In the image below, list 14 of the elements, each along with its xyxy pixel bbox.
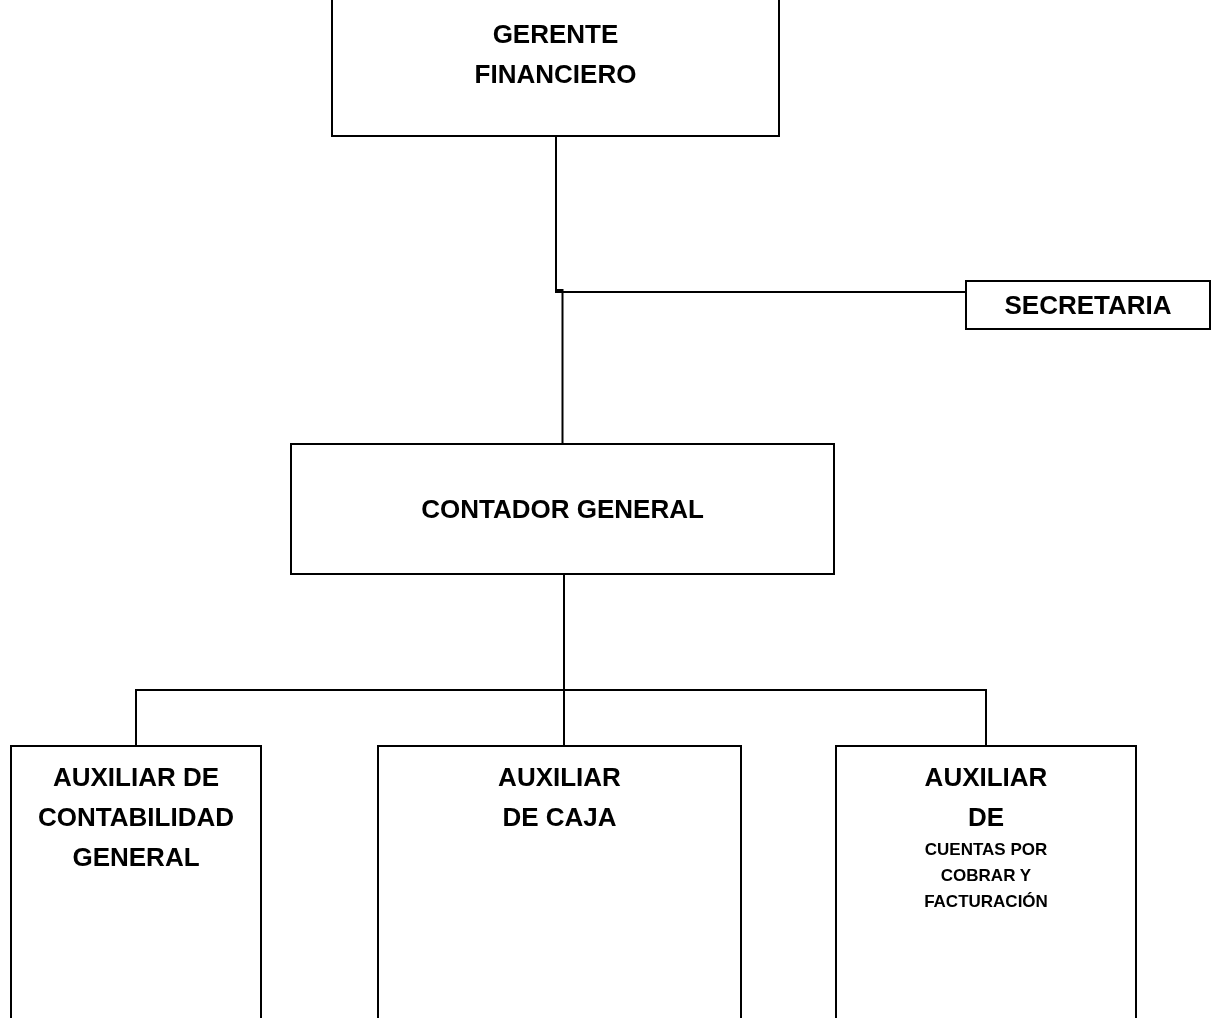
role-title: AUXILIAR DE CONTABILIDAD GENERAL <box>38 761 234 874</box>
org-box <box>290 443 835 575</box>
role-title: AUXILIAR DE CAJA <box>498 761 621 834</box>
role-title: GERENTE FINANCIERO <box>474 18 637 91</box>
org-box <box>331 0 780 137</box>
org-box <box>10 745 262 1018</box>
role-title: CONTADOR GENERAL <box>421 493 704 526</box>
connector-line <box>555 136 564 444</box>
role-title: AUXILIAR DE <box>924 761 1048 834</box>
org-box <box>965 280 1211 330</box>
org-box <box>835 745 1137 1018</box>
org-box <box>377 745 742 1018</box>
role-title: SECRETARIA <box>1004 289 1172 322</box>
role-title: CUENTAS POR COBRAR Y FACTURACIÓN <box>923 839 1049 913</box>
